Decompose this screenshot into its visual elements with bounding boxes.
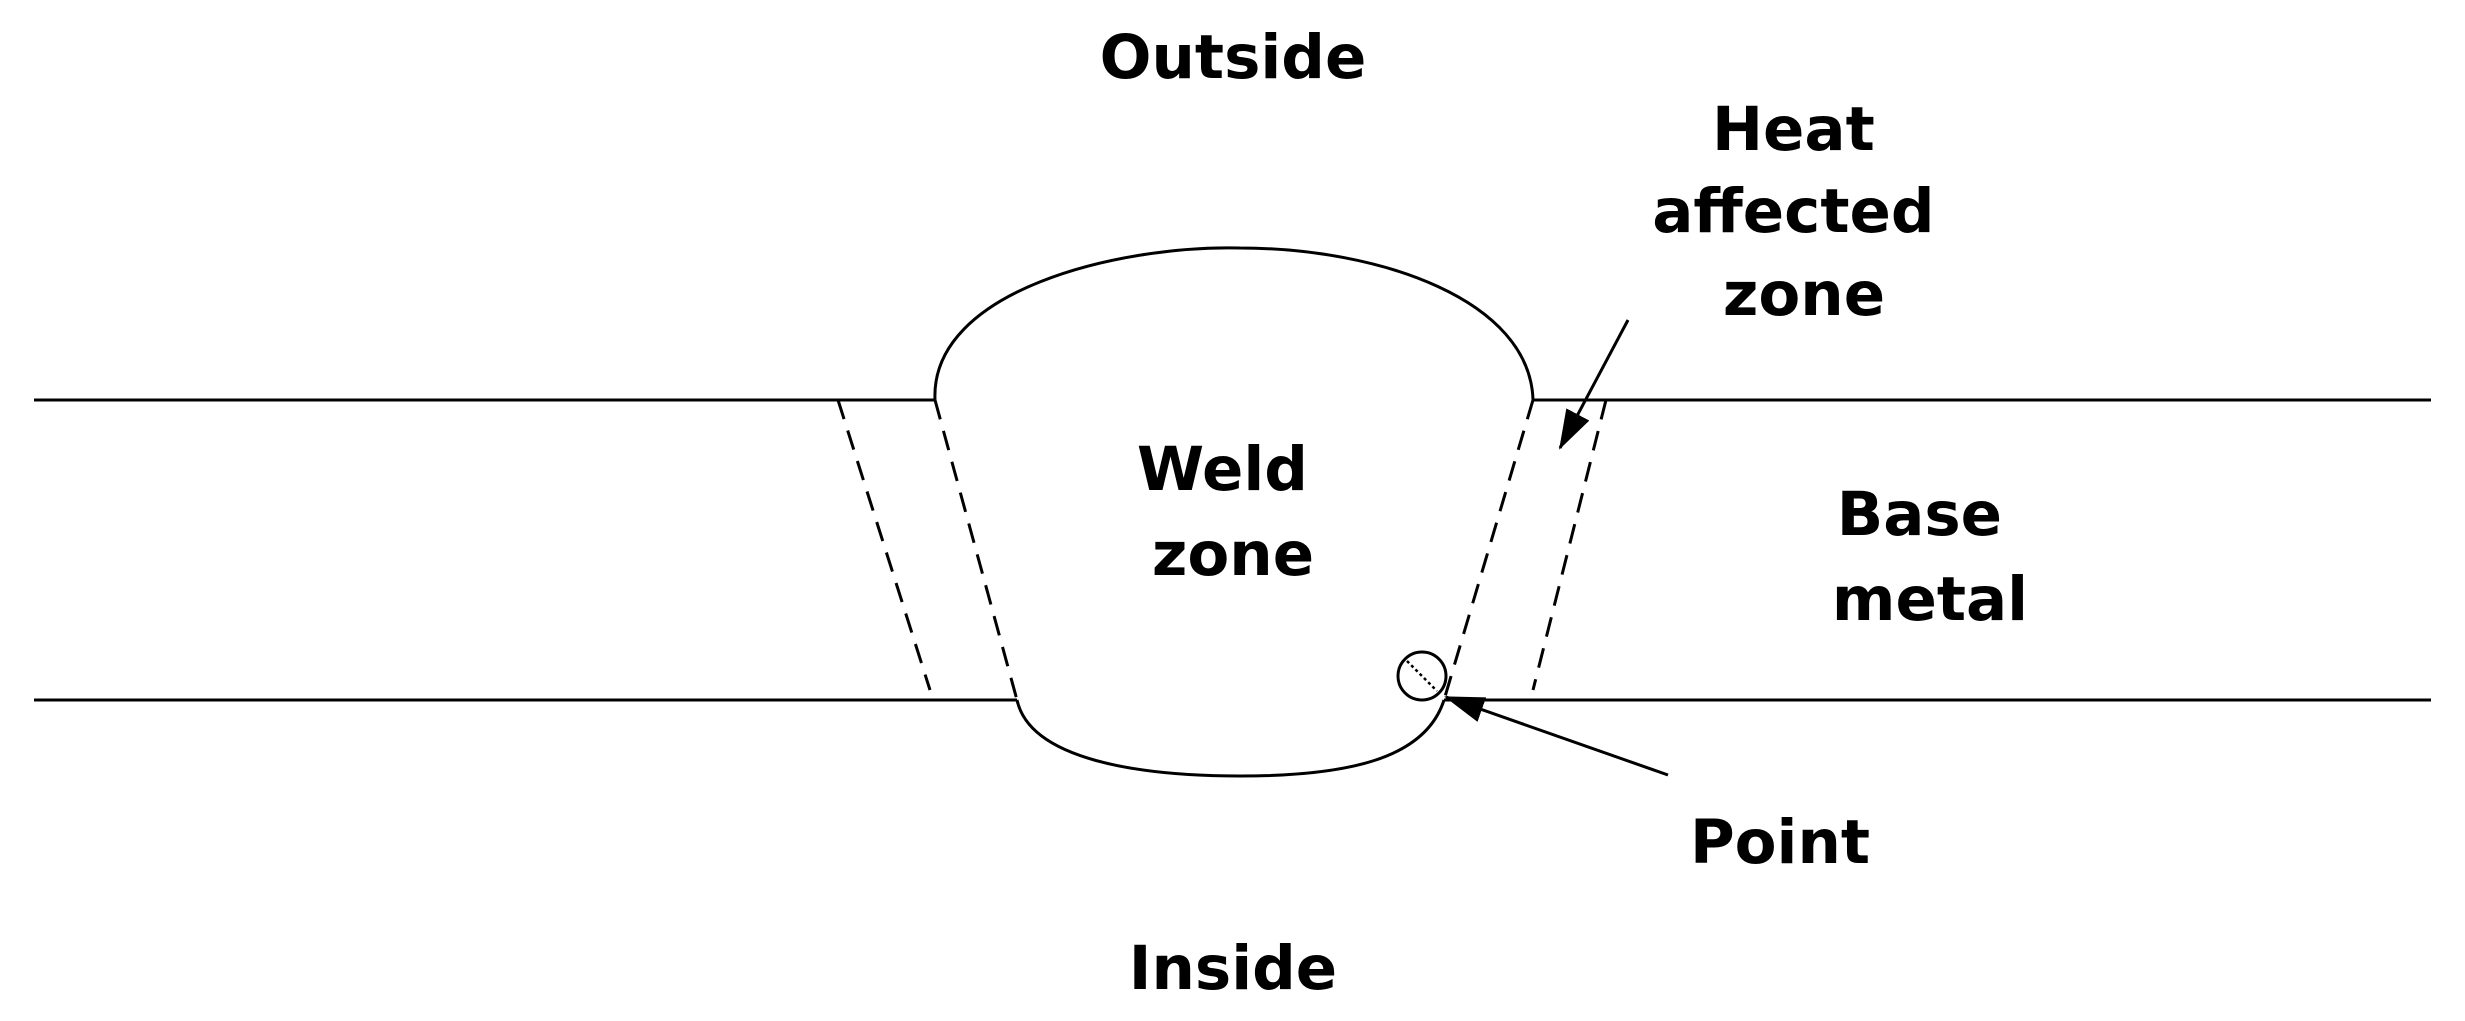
base-metal-label-line-1: Base: [1837, 479, 2002, 550]
point-arrow: [1444, 695, 1669, 777]
haz-label-line-2: affected: [1652, 176, 1934, 247]
haz-label-line-1: Heat: [1712, 94, 1875, 165]
heat-affected-zone-label: Heat affected zone: [1652, 94, 1956, 330]
fusion-line-left: [933, 399, 1019, 701]
haz-label-line-3: zone: [1723, 259, 1885, 330]
outside-label: Outside: [1100, 22, 1367, 93]
weld-zone-label: Weld zone: [1137, 434, 1329, 590]
haz-arrow: [1558, 319, 1630, 450]
base-metal-label-line-2: metal: [1832, 564, 2028, 635]
point-label: Point: [1690, 807, 1870, 878]
measurement-point-marker: [1396, 650, 1448, 702]
weld-zone-label-line-1: Weld: [1137, 434, 1308, 505]
weld-zone-label-line-2: zone: [1152, 519, 1314, 590]
fusion-line-right: [1442, 399, 1535, 701]
weld-bead-outline: [933, 246, 1535, 778]
base-metal-label: Base metal: [1832, 479, 2028, 635]
haz-boundary-right: [1531, 399, 1608, 691]
haz-boundary-left: [836, 399, 932, 691]
inside-label: Inside: [1129, 933, 1337, 1004]
